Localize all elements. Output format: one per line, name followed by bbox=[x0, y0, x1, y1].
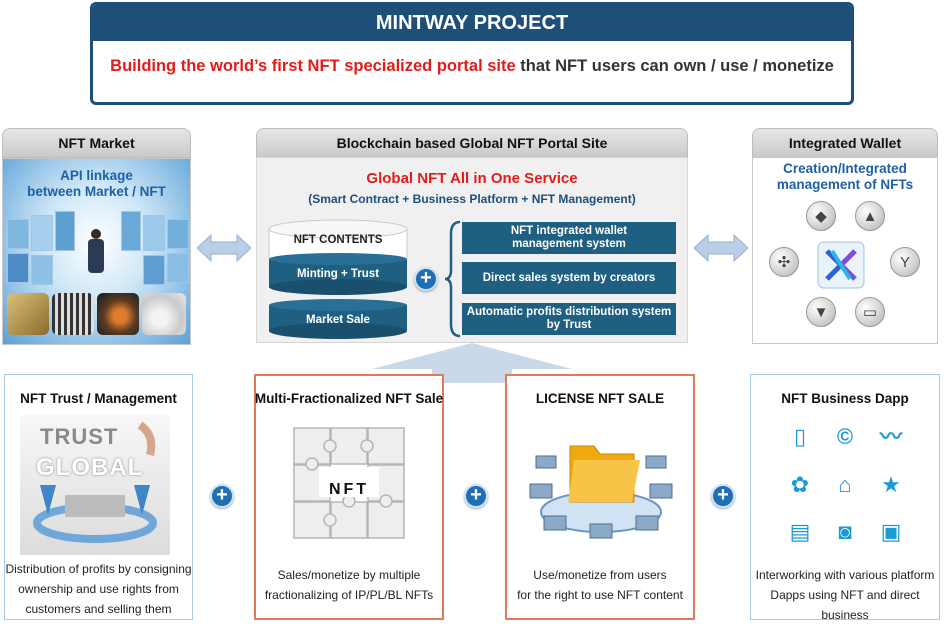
project-title: MINTWAY PROJECT bbox=[93, 5, 851, 41]
trust-desc-1: Distribution of profits by consigning bbox=[5, 562, 192, 576]
mintway-logo-icon bbox=[817, 241, 865, 289]
nft-market-header: NFT Market bbox=[2, 128, 191, 158]
portal-header: Blockchain based Global NFT Portal Site bbox=[256, 128, 688, 158]
wallet-card-icon: ▭ bbox=[855, 297, 885, 327]
portal-subtitle: (Smart Contract + Business Platform + NF… bbox=[308, 192, 636, 206]
wallet-line-1: Creation/Integrated bbox=[783, 161, 907, 176]
license-title: LICENSE NFT SALE bbox=[535, 391, 665, 406]
license-description: Use/monetize from users for the right to… bbox=[505, 565, 695, 605]
copyright-icon: © bbox=[836, 424, 854, 449]
trust-description: Distribution of profits by consigning ow… bbox=[4, 559, 193, 619]
dapp-title: NFT Business Dapp bbox=[781, 391, 909, 406]
sun-flower-icon: ✿ bbox=[790, 472, 810, 497]
fraction-desc-2: fractionalizing of IP/PL/BL NFTs bbox=[264, 588, 434, 602]
dapp-desc-2: Dapps using NFT and direct business bbox=[770, 588, 920, 622]
plus-icon-2: + bbox=[464, 484, 488, 508]
db-minting-label: Minting + Trust bbox=[296, 268, 380, 280]
certificate-icon: ▣ bbox=[880, 519, 902, 544]
subtitle-rest: that NFT users can own / use / monetize bbox=[515, 57, 834, 75]
dapp-description: Interworking with various platform Dapps… bbox=[750, 565, 940, 625]
up-arrow-icon bbox=[372, 343, 572, 383]
feature-direct-sales-line1: Direct sales system by creators bbox=[482, 271, 656, 284]
trust-desc-2: ownership and use rights from bbox=[18, 582, 179, 596]
feature-wallet-line2: management system bbox=[512, 238, 626, 250]
puzzle-nft-text: NFT bbox=[328, 481, 370, 498]
eos-icon: ▲ bbox=[855, 201, 885, 231]
brace-icon bbox=[444, 220, 461, 338]
wave-icon: 〰 bbox=[879, 424, 902, 449]
nft-market-image bbox=[2, 158, 191, 345]
db-market-label: Market Sale bbox=[306, 314, 370, 326]
wallet-caption: Creation/Integrated management of NFTs bbox=[752, 161, 938, 193]
license-desc-2: for the right to use NFT content bbox=[517, 588, 683, 602]
mobile-search-icon: ▯ bbox=[793, 424, 807, 449]
db-contents-label: NFT CONTENTS bbox=[293, 234, 383, 246]
feature-profits-box: Automatic profits distribution system by… bbox=[462, 303, 676, 335]
subtitle-highlight: Building the world’s first NFT specializ… bbox=[110, 57, 516, 75]
database-cylinder-icon bbox=[268, 219, 408, 339]
feature-profits-line1: Automatic profits distribution system bbox=[466, 306, 672, 318]
portal-title: Global NFT All in One Service bbox=[366, 170, 578, 187]
market-line-1: API linkage bbox=[60, 168, 133, 183]
left-double-arrow-icon bbox=[197, 234, 251, 262]
license-desc-1: Use/monetize from users bbox=[533, 568, 667, 582]
feature-wallet-line1: NFT integrated wallet bbox=[510, 225, 628, 237]
ticket-icon: ◙ bbox=[838, 519, 852, 544]
nft-market-caption: API linkage between Market / NFT bbox=[2, 168, 191, 200]
trust-image-word-bottom: GLOBAL bbox=[36, 454, 144, 481]
portal-plus-icon: + bbox=[414, 267, 438, 291]
fraction-title: Multi-Fractionalized NFT Sale bbox=[254, 391, 444, 406]
wallet-header: Integrated Wallet bbox=[752, 128, 938, 158]
trust-global-image bbox=[20, 415, 170, 555]
klay-icon: ▼ bbox=[806, 297, 836, 327]
shop-icon: ⌂ bbox=[838, 472, 852, 497]
puzzle-icon bbox=[293, 427, 405, 539]
right-double-arrow-icon bbox=[694, 234, 748, 262]
market-line-2: between Market / NFT bbox=[27, 184, 166, 199]
dapp-panel bbox=[750, 374, 940, 620]
ripple-icon: ✣ bbox=[769, 247, 799, 277]
plus-icon-3: + bbox=[711, 484, 735, 508]
trust-desc-3: customers and selling them bbox=[25, 602, 172, 616]
feature-direct-sales-box: Direct sales system by creators bbox=[462, 262, 676, 294]
project-banner: MINTWAY PROJECT Building the world’s fir… bbox=[90, 2, 854, 105]
wallet-line-2: management of NFTs bbox=[776, 177, 914, 192]
trust-title: NFT Trust / Management bbox=[20, 391, 177, 406]
fraction-description: Sales/monetize by multiple fractionalizi… bbox=[254, 565, 444, 605]
dapp-desc-1: Interworking with various platform bbox=[755, 568, 935, 582]
ethereum-icon: ◆ bbox=[806, 201, 836, 231]
book-icon: ▤ bbox=[789, 519, 811, 544]
people-star-icon: ★ bbox=[881, 472, 901, 497]
plus-icon-1: + bbox=[210, 484, 234, 508]
tron-icon: Y bbox=[890, 247, 920, 277]
feature-profits-line2: by Trust bbox=[546, 319, 592, 331]
fraction-desc-1: Sales/monetize by multiple bbox=[277, 568, 421, 582]
folder-network-icon bbox=[529, 445, 673, 539]
feature-wallet-box: NFT integrated wallet management system bbox=[462, 222, 676, 254]
project-subtitle: Building the world’s first NFT specializ… bbox=[93, 57, 851, 76]
trust-image-word-top: TRUST bbox=[40, 424, 119, 449]
